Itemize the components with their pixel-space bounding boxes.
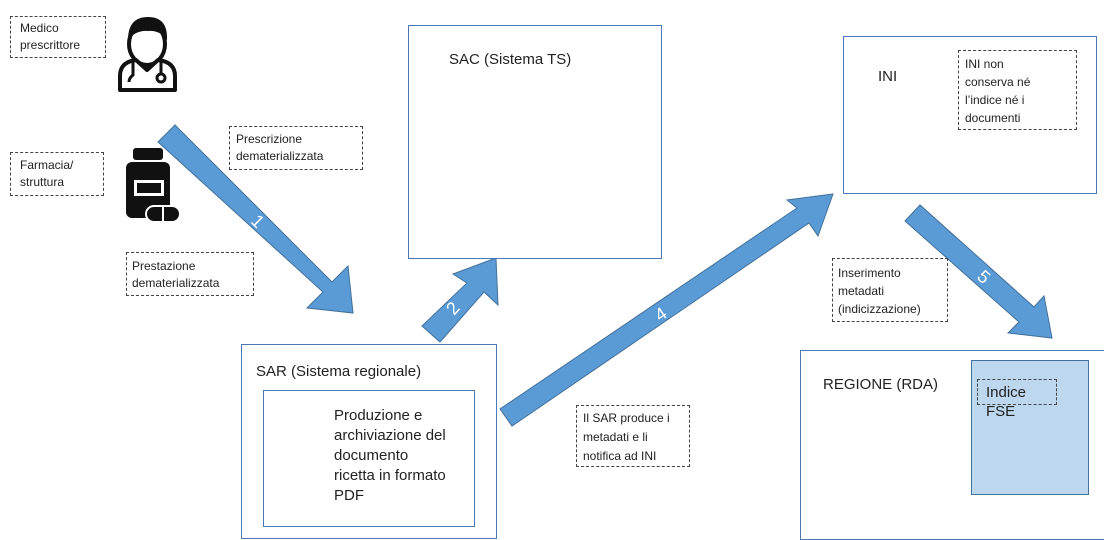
sac-box: SAC (Sistema TS) xyxy=(408,25,662,259)
ini-note-box: INI non conserva né l’indice né i docume… xyxy=(958,50,1077,130)
sar-inner-text: Produzione e archiviazione del documento… xyxy=(334,407,446,504)
arrow-2: 2 xyxy=(421,257,499,343)
sar-notifica-label-box: Il SAR produce i metadati e li notifica … xyxy=(576,405,690,467)
prestazione-label: Prestazione dematerializzata xyxy=(132,259,220,290)
indice-fse-label-box: Indice FSE xyxy=(977,379,1057,420)
medico-label-box: Medico prescrittore xyxy=(10,16,106,58)
arrow-5: 5 xyxy=(904,204,1053,339)
farmacia-label-box: Farmacia/ struttura xyxy=(10,152,104,196)
sar-box: SAR (Sistema regionale) Produzione e arc… xyxy=(241,344,497,539)
ini-title: INI xyxy=(878,68,898,85)
regione-title: REGIONE (RDA) xyxy=(823,376,939,393)
farmacia-label: Farmacia/ struttura xyxy=(20,158,74,189)
ini-note: INI non conserva né l’indice né i docume… xyxy=(965,57,1031,125)
indice-fse-box: Indice FSE xyxy=(971,360,1089,495)
sar-inner-box: Produzione e archiviazione del documento… xyxy=(263,390,475,527)
indice-fse-label: Indice FSE xyxy=(986,384,1027,420)
medico-label: Medico prescrittore xyxy=(20,21,81,52)
inserimento-label-box: Inserimento metadati (indicizzazione) xyxy=(832,258,948,322)
arrow-1: 1 xyxy=(157,124,354,314)
prescrizione-label: Prescrizione dematerializzata xyxy=(236,132,324,163)
inserimento-label: Inserimento metadati (indicizzazione) xyxy=(838,266,921,316)
ini-box: INI INI non conserva né l’indice né i do… xyxy=(843,36,1097,194)
sar-title: SAR (Sistema regionale) xyxy=(256,363,422,380)
prestazione-label-box: Prestazione dematerializzata xyxy=(126,252,254,296)
sar-notifica-label: Il SAR produce i metadati e li notifica … xyxy=(583,411,670,463)
arrow-4: 4 xyxy=(499,193,834,427)
regione-box: REGIONE (RDA) Indice FSE xyxy=(800,350,1104,540)
prescrizione-label-box: Prescrizione dematerializzata xyxy=(229,126,363,170)
sac-title: SAC (Sistema TS) xyxy=(449,51,572,68)
